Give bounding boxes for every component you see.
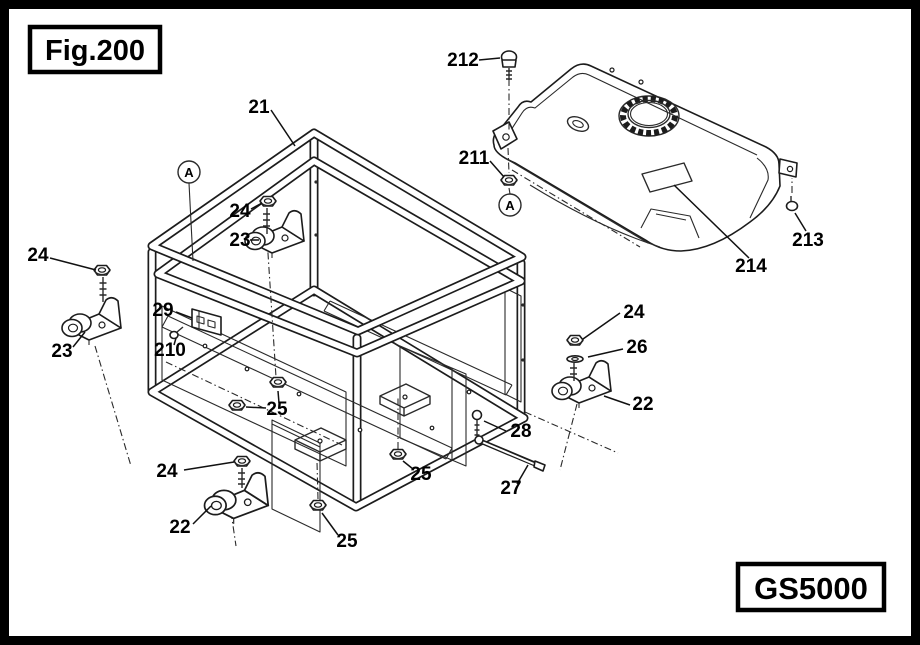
bolt-24-left <box>93 264 111 302</box>
callout-24-top: 24 <box>229 201 251 222</box>
detail-marker-a-tank: A <box>505 198 515 213</box>
callout-28: 28 <box>510 421 531 442</box>
rubber-mount-22-bottom <box>203 471 270 525</box>
callout-29: 29 <box>152 300 173 321</box>
bolt-28 <box>471 409 483 437</box>
rubber-mount-22-right <box>551 359 612 409</box>
callout-27: 27 <box>500 478 521 499</box>
callout-210: 210 <box>154 340 186 361</box>
detail-marker-a-frame: A <box>184 165 194 180</box>
rubber-mount-23-left <box>61 296 122 346</box>
callout-24-right: 24 <box>623 302 645 323</box>
tank-top-bracket <box>566 115 590 133</box>
nut-24-right <box>566 334 584 346</box>
nut-25-a <box>228 399 246 411</box>
callout-labels: 21 212 211 213 214 24 23 24 23 29 210 25… <box>27 50 823 552</box>
callout-21: 21 <box>248 97 270 118</box>
figure-number-label: Fig.200 <box>45 35 145 67</box>
callout-25-mid: 25 <box>266 399 288 420</box>
fuel-tank <box>492 63 798 252</box>
rubber-mount-23-top <box>244 209 305 259</box>
nut-25-b <box>269 376 287 388</box>
frame-assembly <box>147 128 529 533</box>
callout-22-right: 22 <box>632 394 653 415</box>
stud-top <box>263 208 270 234</box>
model-number-box: GS5000 <box>735 561 887 613</box>
callout-25-bottom: 25 <box>336 531 358 552</box>
callout-213: 213 <box>792 230 824 251</box>
callout-24-bottom: 24 <box>156 461 178 482</box>
callout-23-top: 23 <box>229 230 250 251</box>
bracket-29 <box>191 308 222 336</box>
callout-214: 214 <box>735 256 767 277</box>
bolt-210 <box>169 326 184 340</box>
washer-26 <box>566 354 584 364</box>
callout-25-right: 25 <box>410 464 432 485</box>
callout-26: 26 <box>626 337 647 358</box>
stud-bottom <box>238 468 245 488</box>
callout-211: 211 <box>459 148 490 169</box>
bolt-212 <box>500 50 518 80</box>
hardware-parts <box>61 50 799 525</box>
fuel-cap-icon <box>618 95 680 137</box>
callout-212: 212 <box>447 50 479 71</box>
model-number-label: GS5000 <box>754 571 868 606</box>
nut-24-top <box>259 195 277 207</box>
stud-right <box>570 363 577 381</box>
nut-24-bottom <box>233 455 251 467</box>
tank-label-plate <box>641 162 693 193</box>
nut-25-c <box>309 499 327 511</box>
callout-22-bottom: 22 <box>169 517 190 538</box>
assembly-axis-lines <box>94 79 793 547</box>
callout-24-left: 24 <box>27 245 49 266</box>
bolt-213 <box>785 196 799 212</box>
callout-23-left: 23 <box>51 341 72 362</box>
rod-27 <box>474 435 546 472</box>
detail-marker-frame: A <box>177 160 201 184</box>
frame-floor-details <box>161 287 522 533</box>
callout-leader-lines <box>49 57 807 536</box>
detail-marker-tank: A <box>498 193 522 217</box>
figure-number-box: Fig.200 <box>27 24 163 75</box>
nut-25-d <box>389 448 407 460</box>
